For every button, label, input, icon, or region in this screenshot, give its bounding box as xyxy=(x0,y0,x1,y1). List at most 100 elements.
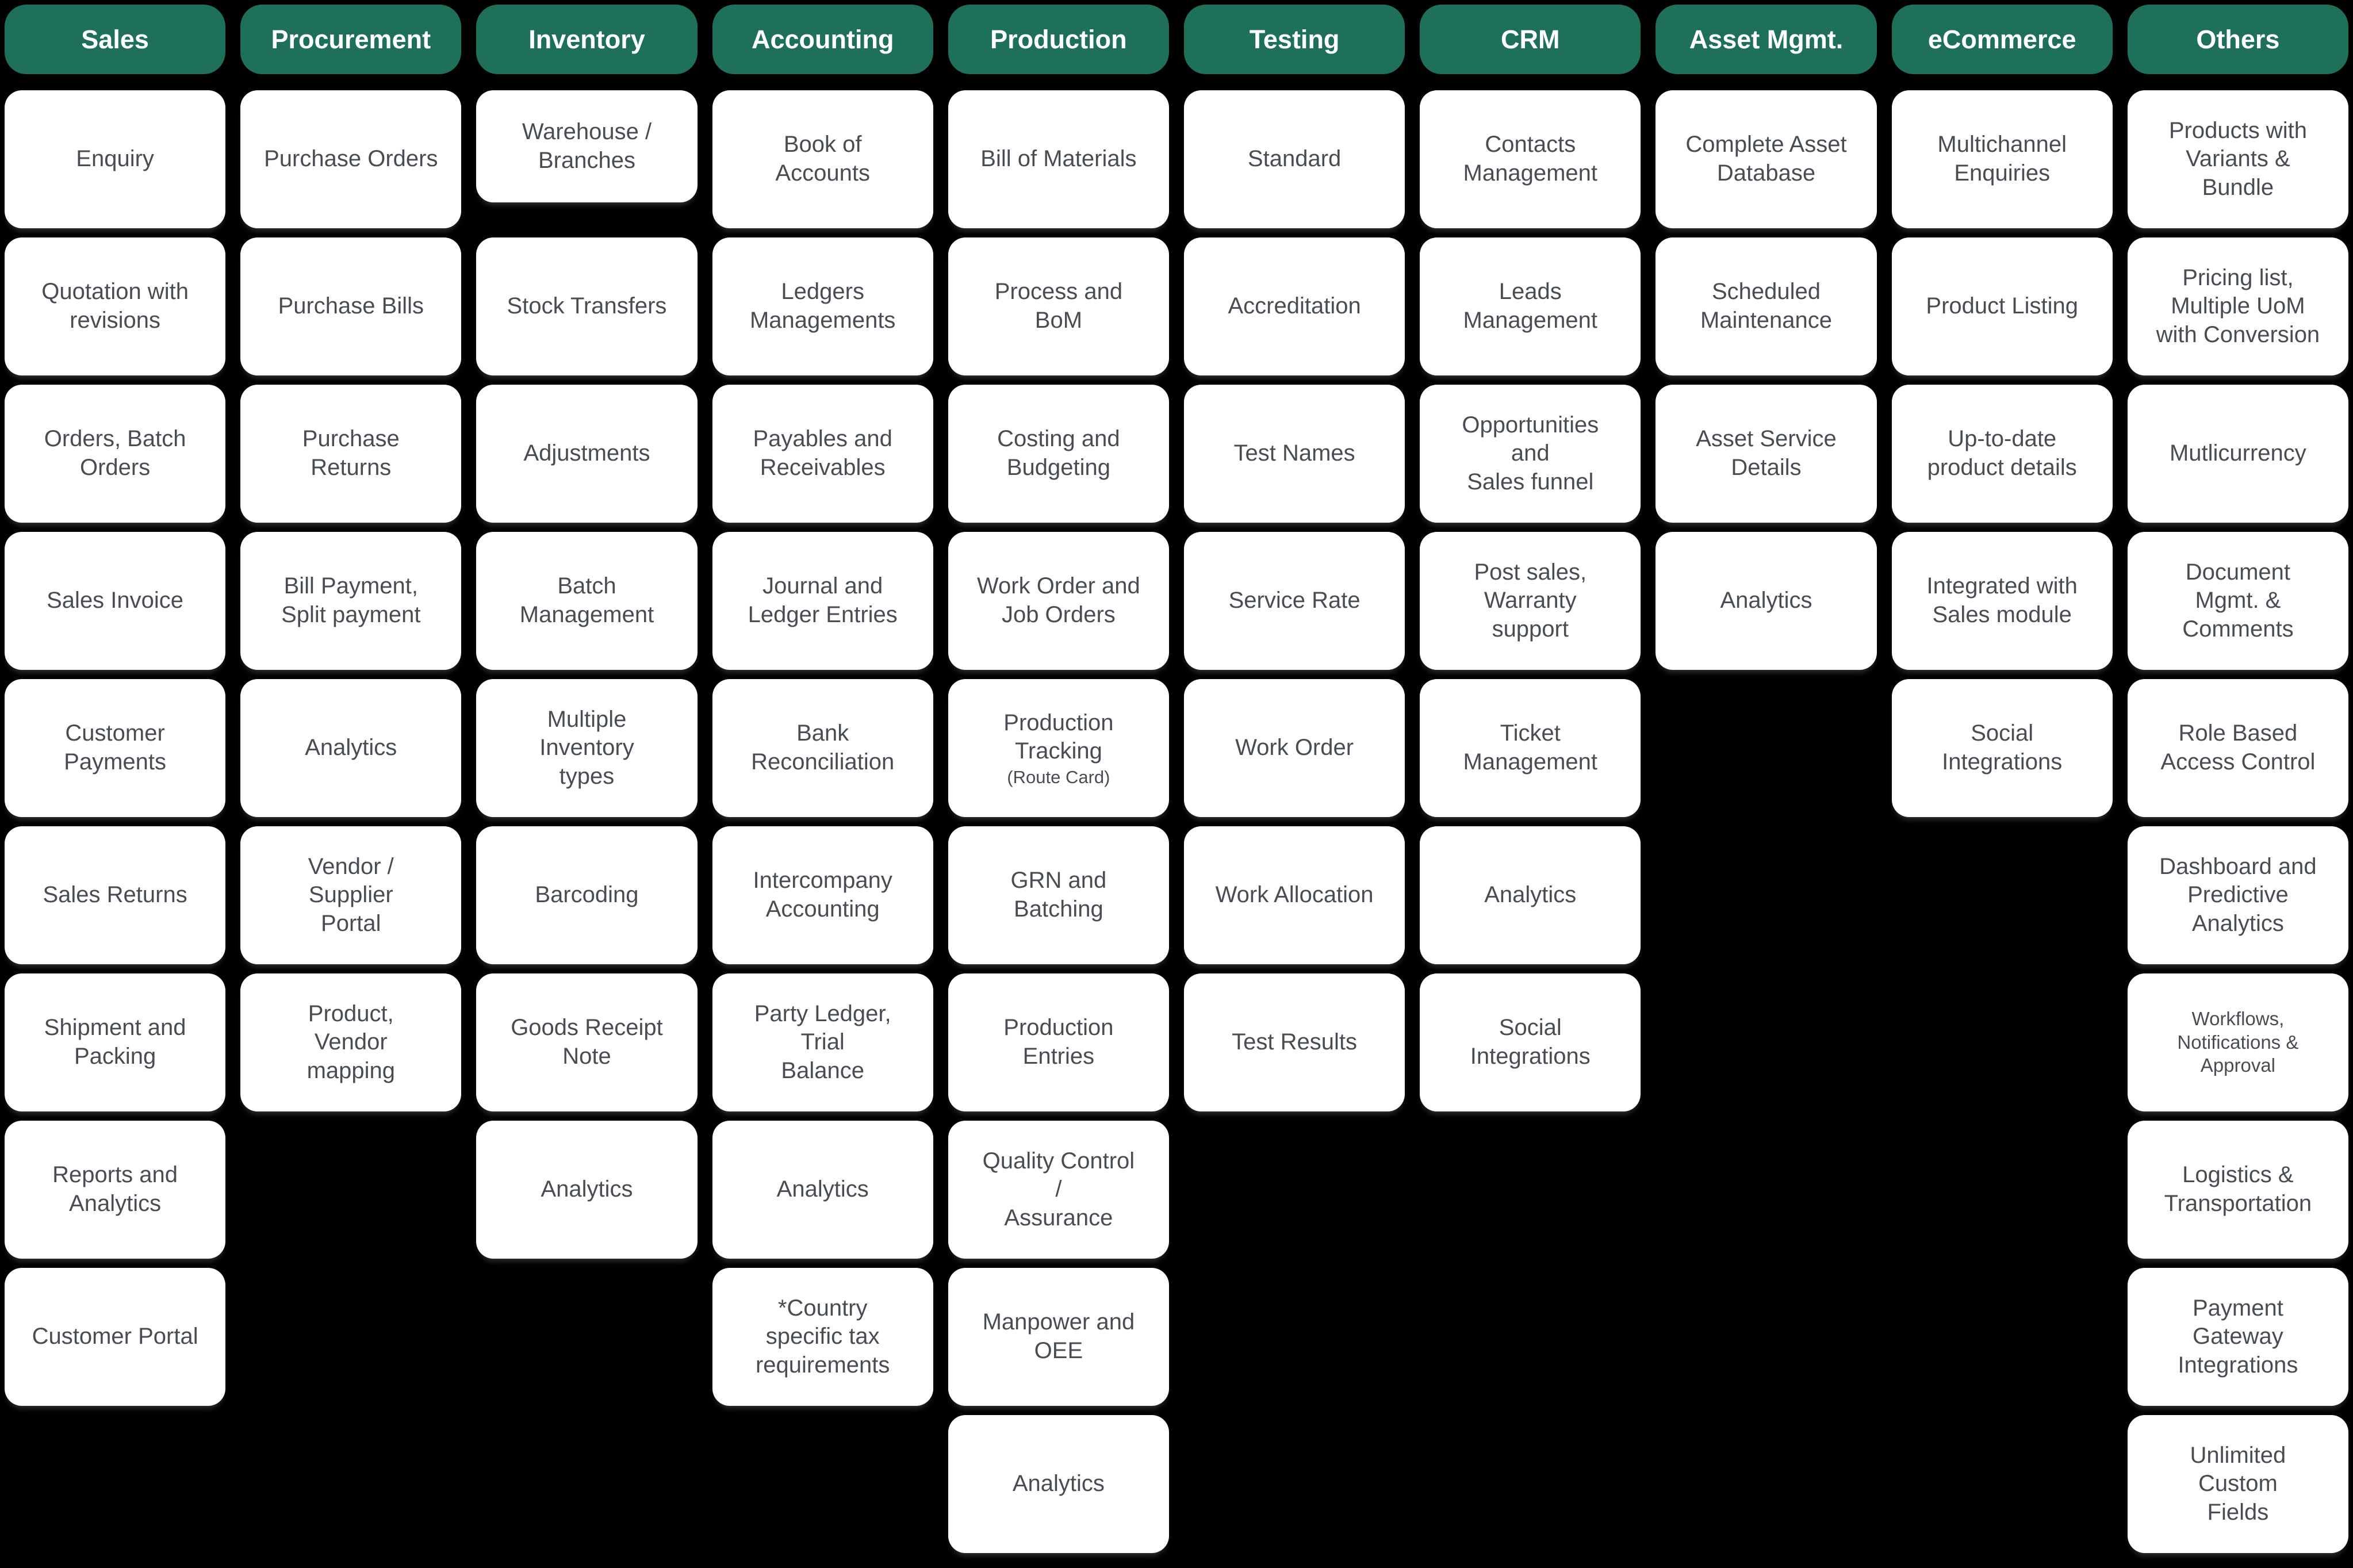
feature-card-label: Dashboard and Predictive Analytics xyxy=(2159,853,2317,936)
feature-card-post-sales-warranty-support: Post sales, Warranty support xyxy=(1420,532,1641,670)
feature-card-batch-management: Batch Management xyxy=(476,532,698,670)
feature-card-dashboard-and-predictive-analytics: Dashboard and Predictive Analytics xyxy=(2127,826,2348,964)
feature-card-test-results: Test Results xyxy=(1184,973,1405,1111)
feature-card-label: Products with Variants & Bundle xyxy=(2168,117,2307,200)
feature-card-label: Process and BoM xyxy=(994,279,1123,333)
feature-card-integrated-with-sales-module: Integrated with Sales module xyxy=(1891,532,2113,670)
feature-card-leads-management: Leads Management xyxy=(1420,237,1641,375)
feature-card-label: Accreditation xyxy=(1228,293,1361,319)
feature-card-purchase-returns: Purchase Returns xyxy=(240,385,462,523)
feature-card-bill-payment-split-payment: Bill Payment, Split payment xyxy=(240,532,462,670)
feature-card-vendor-supplier-portal: Vendor / Supplier Portal xyxy=(240,826,462,964)
feature-card-label: Unlimited Custom Fields xyxy=(2190,1442,2286,1525)
feature-card-social-integrations: Social Integrations xyxy=(1420,973,1641,1111)
feature-card-adjustments: Adjustments xyxy=(476,385,698,523)
feature-card-document-mgmt-comments: Document Mgmt. & Comments xyxy=(2127,532,2348,670)
feature-card-barcoding: Barcoding xyxy=(476,826,698,964)
feature-card-payables-and-receivables: Payables and Receivables xyxy=(712,385,933,523)
module-header-testing: Testing xyxy=(1184,5,1405,74)
feature-card-label: Book of Accounts xyxy=(775,132,870,186)
feature-card-grn-and-batching: GRN and Batching xyxy=(948,826,1169,964)
feature-card-warehouse-branches: Warehouse / Branches xyxy=(476,90,698,202)
feature-card-label: Purchase Bills xyxy=(278,293,424,319)
feature-card-sublabel: (Route Card) xyxy=(1007,766,1110,787)
module-header-asset-mgmt: Asset Mgmt. xyxy=(1655,5,1877,74)
feature-card-mutlicurrency: Mutlicurrency xyxy=(2127,385,2348,523)
feature-card-label: Scheduled Maintenance xyxy=(1700,279,1833,333)
feature-card-analytics: Analytics xyxy=(476,1121,698,1259)
feature-card-label: Multiple Inventory types xyxy=(539,706,634,789)
feature-card-label: Service Rate xyxy=(1228,588,1361,614)
feature-card-label: Workflows, Notifications & Approval xyxy=(2177,1007,2299,1076)
feature-card-purchase-orders: Purchase Orders xyxy=(240,90,462,228)
feature-card-analytics: Analytics xyxy=(240,679,462,817)
feature-card-label: Sales Returns xyxy=(43,882,187,908)
feature-card-label: Intercompany Accounting xyxy=(753,868,892,922)
feature-card-label: Manpower and OEE xyxy=(982,1309,1135,1363)
feature-card-label: Sales Invoice xyxy=(47,588,184,614)
feature-card-country-specific-tax-requirements: *Country specific tax requirements xyxy=(712,1268,933,1406)
feature-card-multiple-inventory-types: Multiple Inventory types xyxy=(476,679,698,817)
feature-card-book-of-accounts: Book of Accounts xyxy=(712,90,933,228)
feature-card-intercompany-accounting: Intercompany Accounting xyxy=(712,826,933,964)
feature-card-label: Ticket Management xyxy=(1463,720,1598,775)
feature-card-label: Analytics xyxy=(305,735,397,761)
feature-card-label: Analytics xyxy=(1720,588,1812,614)
feature-card-stock-transfers: Stock Transfers xyxy=(476,237,698,375)
feature-card-label: Orders, Batch Orders xyxy=(44,426,186,480)
feature-card-process-and-bom: Process and BoM xyxy=(948,237,1169,375)
feature-card-label: Analytics xyxy=(776,1176,869,1202)
feature-card-product-vendor-mapping: Product, Vendor mapping xyxy=(240,973,462,1111)
module-header-ecommerce: eCommerce xyxy=(1891,5,2113,74)
feature-card-customer-portal: Customer Portal xyxy=(5,1268,226,1406)
feature-card-costing-and-budgeting: Costing and Budgeting xyxy=(948,385,1169,523)
feature-card-work-order: Work Order xyxy=(1184,679,1405,817)
feature-card-asset-service-details: Asset Service Details xyxy=(1655,385,1877,523)
feature-card-label: Complete Asset Database xyxy=(1685,132,1847,186)
feature-card-label: Opportunities and Sales funnel xyxy=(1462,412,1599,494)
feature-card-work-order-and-job-orders: Work Order and Job Orders xyxy=(948,532,1169,670)
feature-card-complete-asset-database: Complete Asset Database xyxy=(1655,90,1877,228)
feature-card-label: Customer Payments xyxy=(64,720,167,775)
feature-card-service-rate: Service Rate xyxy=(1184,532,1405,670)
feature-card-label: Asset Service Details xyxy=(1696,426,1837,480)
feature-card-label: Bank Reconciliation xyxy=(751,720,895,775)
feature-card-label: Work Allocation xyxy=(1215,882,1374,908)
feature-card-social-integrations: Social Integrations xyxy=(1891,679,2113,817)
feature-card-purchase-bills: Purchase Bills xyxy=(240,237,462,375)
feature-card-label: Contacts Management xyxy=(1463,132,1598,186)
module-header-procurement: Procurement xyxy=(240,5,462,74)
module-header-accounting: Accounting xyxy=(712,5,933,74)
feature-card-accreditation: Accreditation xyxy=(1184,237,1405,375)
feature-card-production-tracking: Production Tracking(Route Card) xyxy=(948,679,1169,817)
feature-card-work-allocation: Work Allocation xyxy=(1184,826,1405,964)
feature-card-label: Goods Receipt Note xyxy=(511,1015,663,1069)
feature-card-bank-reconciliation: Bank Reconciliation xyxy=(712,679,933,817)
feature-card-label: Analytics xyxy=(1012,1471,1105,1497)
feature-card-multichannel-enquiries: Multichannel Enquiries xyxy=(1891,90,2113,228)
feature-card-label: Analytics xyxy=(541,1176,633,1202)
feature-card-journal-and-ledger-entries: Journal and Ledger Entries xyxy=(712,532,933,670)
feature-card-quality-control-assurance: Quality Control / Assurance xyxy=(948,1121,1169,1259)
feature-card-label: Standard xyxy=(1247,146,1342,172)
feature-card-label: *Country specific tax requirements xyxy=(755,1295,890,1378)
feature-card-label: Post sales, Warranty support xyxy=(1474,559,1587,642)
feature-card-label: Stock Transfers xyxy=(507,293,667,319)
feature-card-enquiry: Enquiry xyxy=(5,90,226,228)
feature-card-label: Leads Management xyxy=(1463,279,1598,333)
module-header-crm: CRM xyxy=(1420,5,1641,74)
feature-card-customer-payments: Customer Payments xyxy=(5,679,226,817)
feature-card-shipment-and-packing: Shipment and Packing xyxy=(5,973,226,1111)
module-header-others: Others xyxy=(2127,5,2348,74)
feature-card-label: Customer Portal xyxy=(32,1324,198,1350)
feature-card-label: Social Integrations xyxy=(1470,1015,1591,1069)
feature-card-label: Shipment and Packing xyxy=(44,1015,186,1069)
feature-card-label: Production Entries xyxy=(1003,1015,1114,1069)
feature-card-label: Analytics xyxy=(1484,882,1577,908)
feature-card-label: Warehouse / Branches xyxy=(522,118,652,173)
feature-card-label: Test Results xyxy=(1232,1029,1358,1055)
feature-card-label: Product, Vendor mapping xyxy=(306,1000,395,1083)
feature-card-unlimited-custom-fields: Unlimited Custom Fields xyxy=(2127,1415,2348,1553)
feature-card-label: Document Mgmt. & Comments xyxy=(2182,559,2294,642)
feature-card-analytics: Analytics xyxy=(712,1121,933,1259)
